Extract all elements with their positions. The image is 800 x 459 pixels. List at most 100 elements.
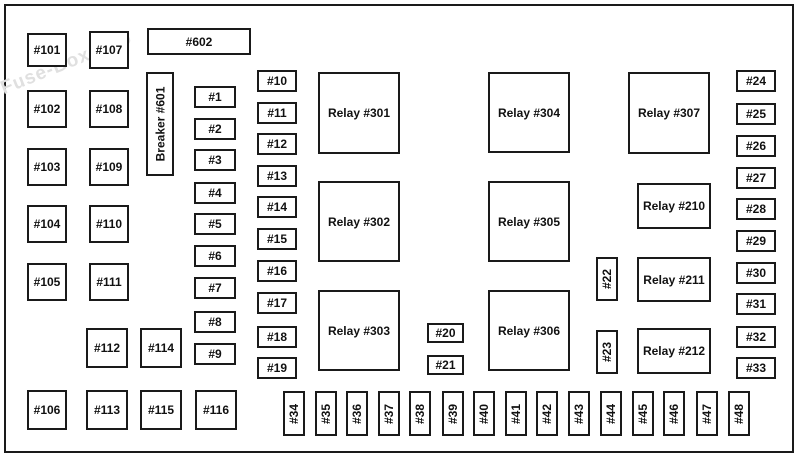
- fuse-label: #108: [95, 102, 123, 116]
- fuse-11: #11: [257, 102, 297, 124]
- fuse-label: #111: [96, 275, 122, 289]
- fuse-19: #19: [257, 357, 297, 379]
- relay-label: Relay #211: [643, 272, 705, 287]
- fuse-label: #104: [33, 217, 61, 231]
- fuse-22: #22: [596, 257, 618, 301]
- fuse-101: #101: [27, 33, 67, 67]
- fuse-39: #39: [442, 391, 464, 436]
- fuse-23: #23: [596, 330, 618, 374]
- fuse-111: #111: [89, 263, 129, 301]
- relay-label: Relay #304: [497, 105, 561, 120]
- fuse-103: #103: [27, 148, 67, 186]
- fuse-102: #102: [27, 90, 67, 128]
- fuse-4: #4: [194, 182, 236, 204]
- fuse-34: #34: [283, 391, 305, 436]
- fuse-33: #33: [736, 357, 776, 379]
- fuse-label: #6: [208, 249, 222, 263]
- fuse-label: #38: [413, 403, 427, 424]
- fuse-116: #116: [195, 390, 237, 430]
- fuse-label: #112: [93, 341, 121, 355]
- fuse-label: #7: [208, 281, 222, 295]
- fuse-45: #45: [632, 391, 654, 436]
- fuse-35: #35: [315, 391, 337, 436]
- relay-label: Relay #306: [497, 323, 561, 338]
- fuse-9: #9: [194, 343, 236, 365]
- relay-label: Relay #212: [642, 344, 706, 358]
- fuse-label: #37: [382, 403, 396, 424]
- fuse-36: #36: [346, 391, 368, 436]
- fuse-label: #103: [33, 160, 61, 174]
- fuse-104: #104: [27, 205, 67, 243]
- fuse-21: #21: [427, 355, 464, 375]
- fuse-label: #114: [147, 341, 175, 355]
- fuse-label: #109: [95, 160, 123, 174]
- fuse-label: #11: [267, 106, 287, 120]
- fuse-38: #38: [409, 391, 431, 436]
- fuse-114: #114: [140, 328, 182, 368]
- fuse-13: #13: [257, 165, 297, 187]
- fuse-7: #7: [194, 277, 236, 299]
- fuse-label: #15: [266, 232, 288, 246]
- fuse-14: #14: [257, 196, 297, 218]
- fuse-label: #20: [435, 326, 456, 340]
- relay-label: Relay #307: [637, 106, 701, 120]
- fuse-20: #20: [427, 323, 464, 343]
- fuse-42: #42: [536, 391, 558, 436]
- fuse-37: #37: [378, 391, 400, 436]
- fuse-label: #36: [350, 403, 364, 424]
- fuse-label: #8: [208, 315, 222, 329]
- relay-303: Relay #303: [318, 290, 400, 371]
- fuse-label: #5: [208, 217, 222, 231]
- fuse-label: #13: [266, 169, 288, 183]
- breaker-601: Breaker #601: [146, 72, 174, 176]
- fuse-113: #113: [86, 390, 128, 430]
- fuse-16: #16: [257, 260, 297, 282]
- fuse-label: #102: [33, 102, 61, 116]
- fuse-label: #12: [266, 137, 288, 151]
- fuse-105: #105: [27, 263, 67, 301]
- fuse-41: #41: [505, 391, 527, 436]
- fuse-12: #12: [257, 133, 297, 155]
- fuse-8: #8: [194, 311, 236, 333]
- fuse-label: #34: [287, 403, 301, 424]
- fuse-24: #24: [736, 70, 776, 92]
- fuse-108: #108: [89, 90, 129, 128]
- fuse-label: #17: [266, 296, 288, 310]
- fuse-27: #27: [736, 167, 776, 189]
- fuse-110: #110: [89, 205, 129, 243]
- fuse-label: #18: [266, 330, 288, 344]
- fuse-31: #31: [736, 293, 776, 315]
- fuse-6: #6: [194, 245, 236, 267]
- fuse-46: #46: [663, 391, 685, 436]
- fuse-label: #45: [636, 403, 650, 424]
- relay-305: Relay #305: [488, 181, 570, 262]
- fuse-label: #27: [745, 171, 767, 185]
- fuse-label: #40: [477, 403, 491, 424]
- fuse-115: #115: [140, 390, 182, 430]
- fuse-48: #48: [728, 391, 750, 436]
- fuse-2: #2: [194, 118, 236, 140]
- fuse-106: #106: [27, 390, 67, 430]
- relay-label: Relay #210: [642, 199, 706, 213]
- fuse-label: #26: [745, 139, 767, 153]
- fuse-40: #40: [473, 391, 495, 436]
- fuse-44: #44: [600, 391, 622, 436]
- fuse-107: #107: [89, 31, 129, 69]
- fuse-label: #44: [604, 403, 618, 424]
- relay-211: Relay #211: [637, 257, 711, 302]
- fuse-28: #28: [736, 198, 776, 220]
- fuse-label: #4: [208, 186, 222, 200]
- fuse-label: #33: [745, 361, 767, 375]
- fuse-label: #10: [266, 74, 288, 88]
- fuse-1: #1: [194, 86, 236, 108]
- fuse-label: #19: [266, 361, 288, 375]
- fuse-label: #16: [266, 264, 288, 278]
- fuse-25: #25: [736, 103, 776, 125]
- fuse-109: #109: [89, 148, 129, 186]
- fuse-602: #602: [147, 28, 251, 55]
- fuse-label: #115: [147, 403, 175, 417]
- fuse-label: #101: [33, 43, 61, 57]
- fuse-label: #47: [700, 403, 714, 424]
- fuse-label: #113: [93, 403, 121, 417]
- relay-210: Relay #210: [637, 183, 711, 229]
